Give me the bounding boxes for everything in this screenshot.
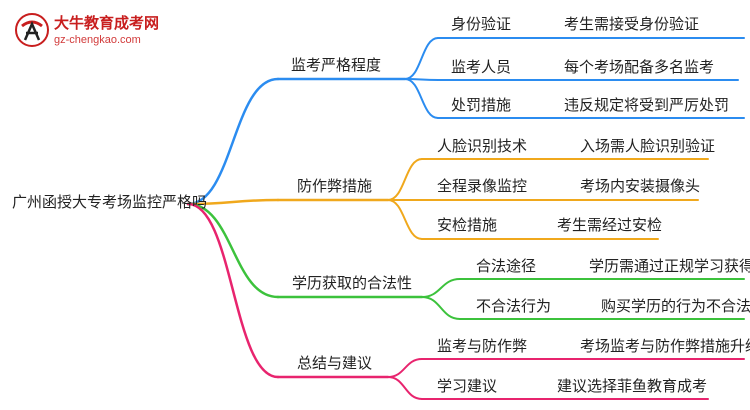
leaf-label: 不合法行为	[476, 297, 552, 315]
logo-icon	[15, 13, 49, 47]
leaf-detail: 考场监考与防作弊措施升级	[580, 337, 750, 355]
leaf-connector	[387, 199, 423, 240]
logo-title: 大牛教育成考网	[54, 14, 160, 32]
leaf-connector	[387, 376, 423, 400]
branch-label: 学历获取的合法性	[292, 274, 413, 292]
leaf-connector	[387, 158, 423, 201]
branch-connector	[186, 77, 280, 206]
site-logo[interactable]: 大牛教育成考网 gz-chengkao.com	[6, 8, 176, 52]
leaf-label: 合法途径	[476, 257, 537, 275]
leaf-label: 处罚措施	[451, 96, 512, 114]
leaf-connector	[421, 278, 461, 298]
branch-label: 监考严格程度	[291, 56, 382, 74]
branch-label: 总结与建议	[297, 354, 373, 372]
branch-connector	[186, 198, 280, 206]
leaf-detail: 考生需接受身份验证	[564, 15, 700, 33]
branch-connector	[186, 202, 280, 299]
branch-label: 防作弊措施	[297, 177, 373, 195]
logo-url: gz-chengkao.com	[54, 34, 141, 46]
leaf-detail: 入场需人脸识别验证	[580, 137, 716, 155]
leaf-label: 监考与防作弊	[437, 337, 528, 355]
leaf-connector	[421, 296, 461, 320]
leaf-label: 学习建议	[437, 377, 498, 395]
branch-connector	[186, 202, 280, 379]
leaf-detail: 学历需通过正规学习获得	[589, 257, 750, 275]
leaf-detail: 考场内安装摄像头	[580, 177, 701, 195]
leaf-label: 安检措施	[437, 216, 498, 234]
leaf-label: 监考人员	[451, 58, 512, 76]
root-node: 广州函授大专考场监控严格吗	[12, 193, 208, 211]
leaf-label: 全程录像监控	[437, 177, 528, 195]
leaf-detail: 建议选择菲鱼教育成考	[557, 377, 708, 395]
leaf-detail: 违反规定将受到严厉处罚	[564, 96, 730, 114]
leaf-connector	[404, 78, 439, 119]
leaf-label: 人脸识别技术	[437, 137, 528, 155]
leaf-detail: 购买学历的行为不合法	[601, 297, 750, 315]
leaf-connector	[404, 37, 439, 80]
leaf-connector	[387, 358, 423, 378]
leaf-label: 身份验证	[451, 15, 512, 33]
leaf-detail: 考生需经过安检	[557, 216, 663, 234]
leaf-detail: 每个考场配备多名监考	[564, 58, 715, 76]
